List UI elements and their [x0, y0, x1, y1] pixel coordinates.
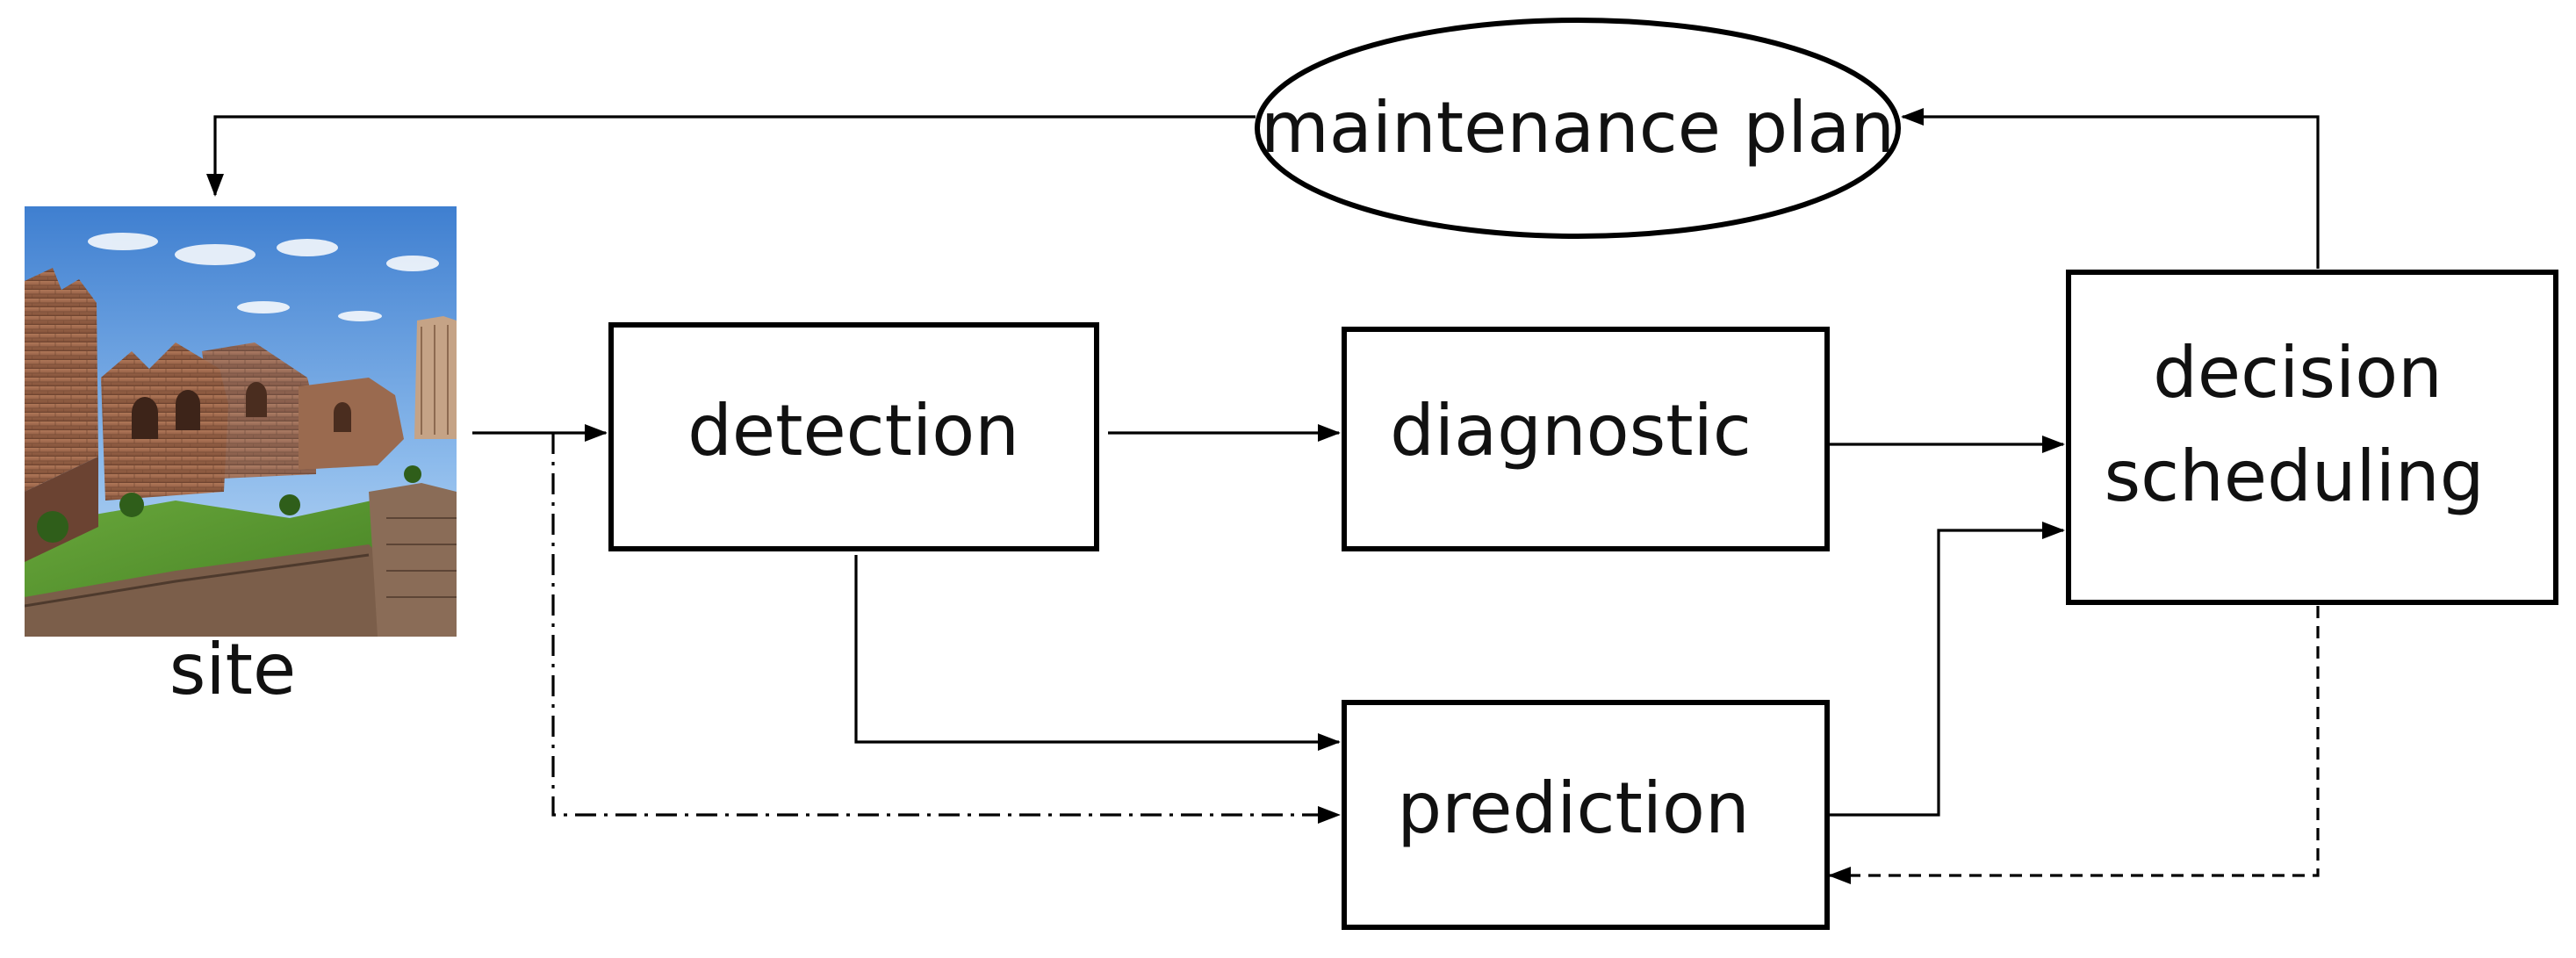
- arrow-plan-to-site: [206, 115, 1256, 197]
- arrow-detection-to-prediction: [854, 555, 1341, 751]
- detection-node: detection: [608, 322, 1099, 551]
- decision-label: decision: [2153, 332, 2443, 414]
- diagnostic-label: diagnostic: [1390, 390, 1752, 472]
- arrow-site-to-prediction: [551, 433, 1341, 824]
- arrow-prediction-to-decision: [1828, 522, 2065, 817]
- arrow-decision-to-prediction: [1828, 606, 2320, 884]
- arrow-decision-to-plan: [1901, 108, 2320, 269]
- prediction-node: prediction: [1342, 700, 1830, 930]
- site-photo: [25, 206, 457, 637]
- decision-scheduling-node: decision scheduling: [2066, 270, 2558, 605]
- diagnostic-node: diagnostic: [1342, 327, 1830, 551]
- site-label: site: [169, 629, 297, 710]
- prediction-label: prediction: [1397, 767, 1749, 849]
- maintenance-plan-node: maintenance plan: [1255, 18, 1901, 239]
- detection-label: detection: [687, 390, 1019, 472]
- scheduling-label: scheduling: [2104, 436, 2484, 517]
- maintenance-plan-label: maintenance plan: [1261, 87, 1895, 169]
